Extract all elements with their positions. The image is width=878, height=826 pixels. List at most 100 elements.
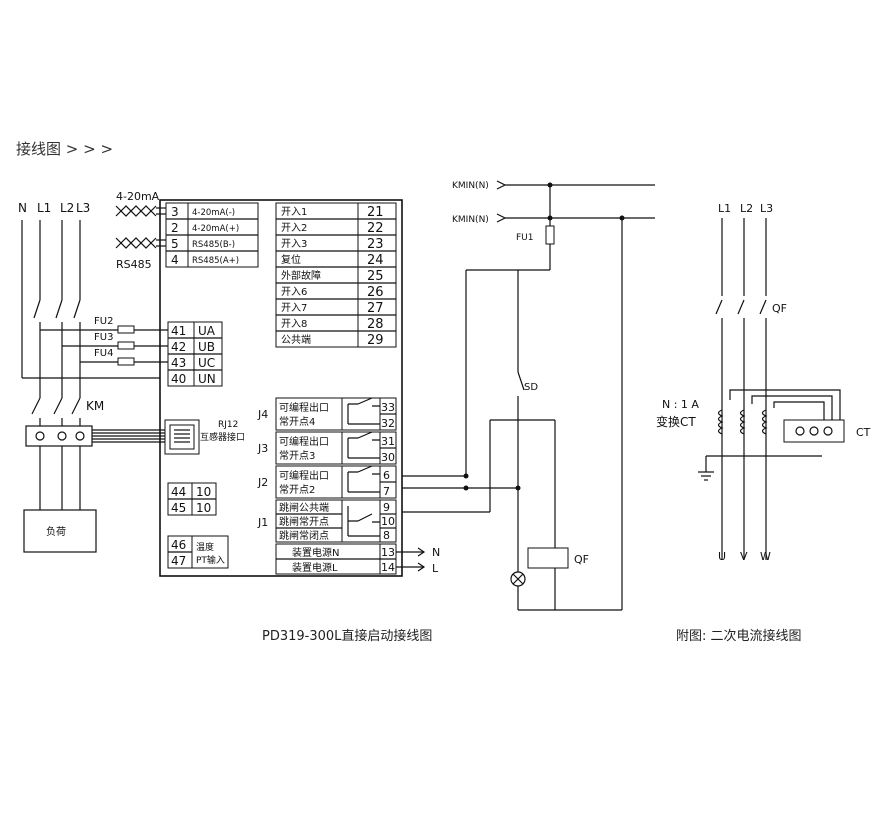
aux-qf: QF [772,302,787,315]
label-l1: L1 [37,201,51,215]
input-label-7: 开入8 [281,319,307,330]
aux-diagram-caption: 附图: 二次电流接线图 [676,629,802,644]
j3-line2: 常开点3 [279,449,315,462]
input-label-3: 复位 [281,253,301,266]
aux-u: U [718,550,726,563]
j2-a: 6 [383,469,390,482]
comm-terminal-block: 3 2 5 4 4-20mA(-) 4-20mA(+) RS485(B-) RS… [165,202,259,268]
j4-line1: 可编程出口 [279,401,329,414]
volt-num-0: 41 [171,324,186,338]
input-num-2: 23 [367,237,384,252]
j1-tag: J1 [257,516,268,529]
comm-num-2: 5 [171,237,179,251]
pair-44-val: 10 [196,485,211,499]
fu2-label: FU2 [94,316,113,327]
j3-line1: 可编程出口 [279,435,329,448]
rj12-sub-label: 互感器接口 [200,431,245,443]
input-num-0: 21 [367,205,384,220]
signal-rs485-label: RS485 [116,258,152,271]
fuse-group: FU2 FU3 FU4 [94,316,170,366]
input-num-4: 25 [367,269,384,284]
ps-ext-l: L [432,562,439,575]
input-num-7: 28 [367,317,384,332]
volt-label-1: UB [198,340,215,354]
aux-ratio: N : 1 A [662,398,699,411]
volt-label-2: UC [198,356,215,370]
ps-num-1: 14 [381,561,395,574]
ps-ext-n: N [432,546,440,559]
j1-num-1: 10 [381,515,395,528]
power-supply-terminals: 装置电源N 装置电源L 13 14 N L [275,543,440,575]
aux-ratio-ct: 变换CT [656,414,696,429]
input-num-3: 24 [367,253,384,268]
j1-row-1: 跳闸常开点 [279,515,329,528]
input-label-0: 开入1 [281,207,307,218]
volt-num-3: 40 [171,372,186,386]
volt-num-2: 43 [171,356,186,370]
diagram-caption: PD319-300L直接启动接线图 [262,629,433,644]
sd-label: SD [524,382,538,393]
ps-label-1: 装置电源L [292,561,338,574]
j1-row-2: 跳闸常闭点 [279,529,329,542]
load-label: 负荷 [46,525,66,538]
kmin-bottom-label: KMIN(N) [452,215,489,225]
aux-w: W [760,550,771,563]
aux-ct-label: CT [856,426,871,439]
qf-coil-label: QF [574,553,589,566]
temp-label: 温度 [196,541,214,553]
temp-num-46: 46 [171,538,186,552]
power-lines [21,220,160,510]
comm-label-2: RS485(B-) [192,240,235,250]
j4-line2: 常开点4 [279,415,315,428]
signal-cables: 4-20mA RS485 [115,190,170,271]
relay-j2: J2 可编程出口 常开点2 6 7 [257,465,397,499]
j2-line1: 可编程出口 [279,469,329,482]
control-circuit: KMIN(N) KMIN(N) FU1 SD QF [402,180,655,611]
ps-num-0: 13 [381,546,395,559]
volt-label-0: UA [198,324,216,338]
aux-l3: L3 [760,202,773,215]
label-l2: L2 [60,201,74,215]
j2-b: 7 [383,485,390,498]
load-box [23,509,97,553]
label-l3: L3 [76,201,90,215]
comm-num-0: 3 [171,205,179,219]
label-n: N [18,201,27,215]
input-num-8: 29 [367,333,384,348]
input-label-1: 开入2 [281,223,307,234]
input-num-1: 22 [367,221,384,236]
volt-num-1: 42 [171,340,186,354]
power-line-labels: N L1 L2 L3 [18,201,90,215]
volt-label-3: UN [198,372,216,386]
aux-l2: L2 [740,202,753,215]
comm-label-3: RS485(A+) [192,256,239,266]
kmin-top-label: KMIN(N) [452,181,489,191]
j4-a: 33 [381,401,395,414]
j1-num-2: 8 [383,529,390,542]
input-label-4: 外部故障 [281,269,321,282]
relay-j4: J4 可编程出口 常开点4 33 32 [257,397,397,431]
aux-ct-diagram: L1 L2 L3 QF CT N : 1 A 变换CT U V W [656,202,871,563]
j4-b: 32 [381,417,395,430]
fu4-label: FU4 [94,348,113,359]
j2-tag: J2 [257,476,268,489]
input-num-5: 26 [367,285,384,300]
temp-num-47: 47 [171,554,186,568]
device-housing [159,199,403,577]
j4-tag: J4 [257,408,268,421]
comm-num-3: 4 [171,253,179,267]
aux-v: V [740,550,748,563]
page-title: 接线图 > > > [16,140,114,158]
j3-b: 30 [381,451,395,464]
relay-j1: J1 跳闸公共端 跳闸常开点 跳闸常闭点 9 10 8 [257,499,397,543]
comm-label-0: 4-20mA(-) [192,208,235,218]
comm-num-1: 2 [171,221,179,235]
rj12-label: RJ12 [218,420,238,430]
digital-input-block: 开入1 开入2 开入3 复位 外部故障 开入6 开入7 开入8 公共端 21 2… [275,202,397,348]
terminal-44-45: 44 10 45 10 [167,482,217,516]
fu1-label: FU1 [516,233,534,243]
pair-45-num: 45 [171,501,186,515]
j2-line2: 常开点2 [279,483,315,496]
relay-j3: J3 可编程出口 常开点3 31 30 [257,431,397,465]
